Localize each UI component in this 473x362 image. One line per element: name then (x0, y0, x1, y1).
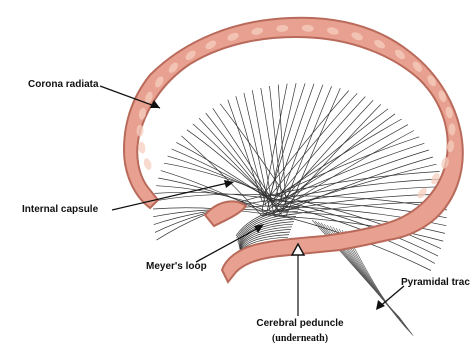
gyrus-highlight (142, 157, 152, 171)
corona-fiber (252, 90, 274, 216)
label-internal-capsule: Internal capsule (22, 204, 98, 216)
label-meyers-loop: Meyer's loop (146, 261, 207, 273)
corona-fiber (236, 96, 266, 206)
pyramidal-arrowhead-icon (376, 300, 385, 310)
corona-fiber (278, 85, 323, 206)
internal-capsule-arrowhead-icon (224, 180, 234, 188)
corona-fiber (270, 97, 365, 206)
label-pyramidal-tract: Pyramidal trac (401, 277, 470, 289)
label-corona-radiata: Corona radiata (28, 79, 99, 91)
cerebral-cortex-rim (124, 18, 463, 282)
corona-fiber (244, 93, 270, 211)
label-cerebral-peduncle: Cerebral peduncle (235, 318, 365, 330)
corona-fiber (278, 143, 424, 201)
temporal-lobe-rim (205, 201, 246, 226)
internal-capsule-leader-line (112, 182, 232, 210)
corona-fiber (274, 137, 419, 196)
label-underneath: (underneath) (235, 333, 365, 345)
